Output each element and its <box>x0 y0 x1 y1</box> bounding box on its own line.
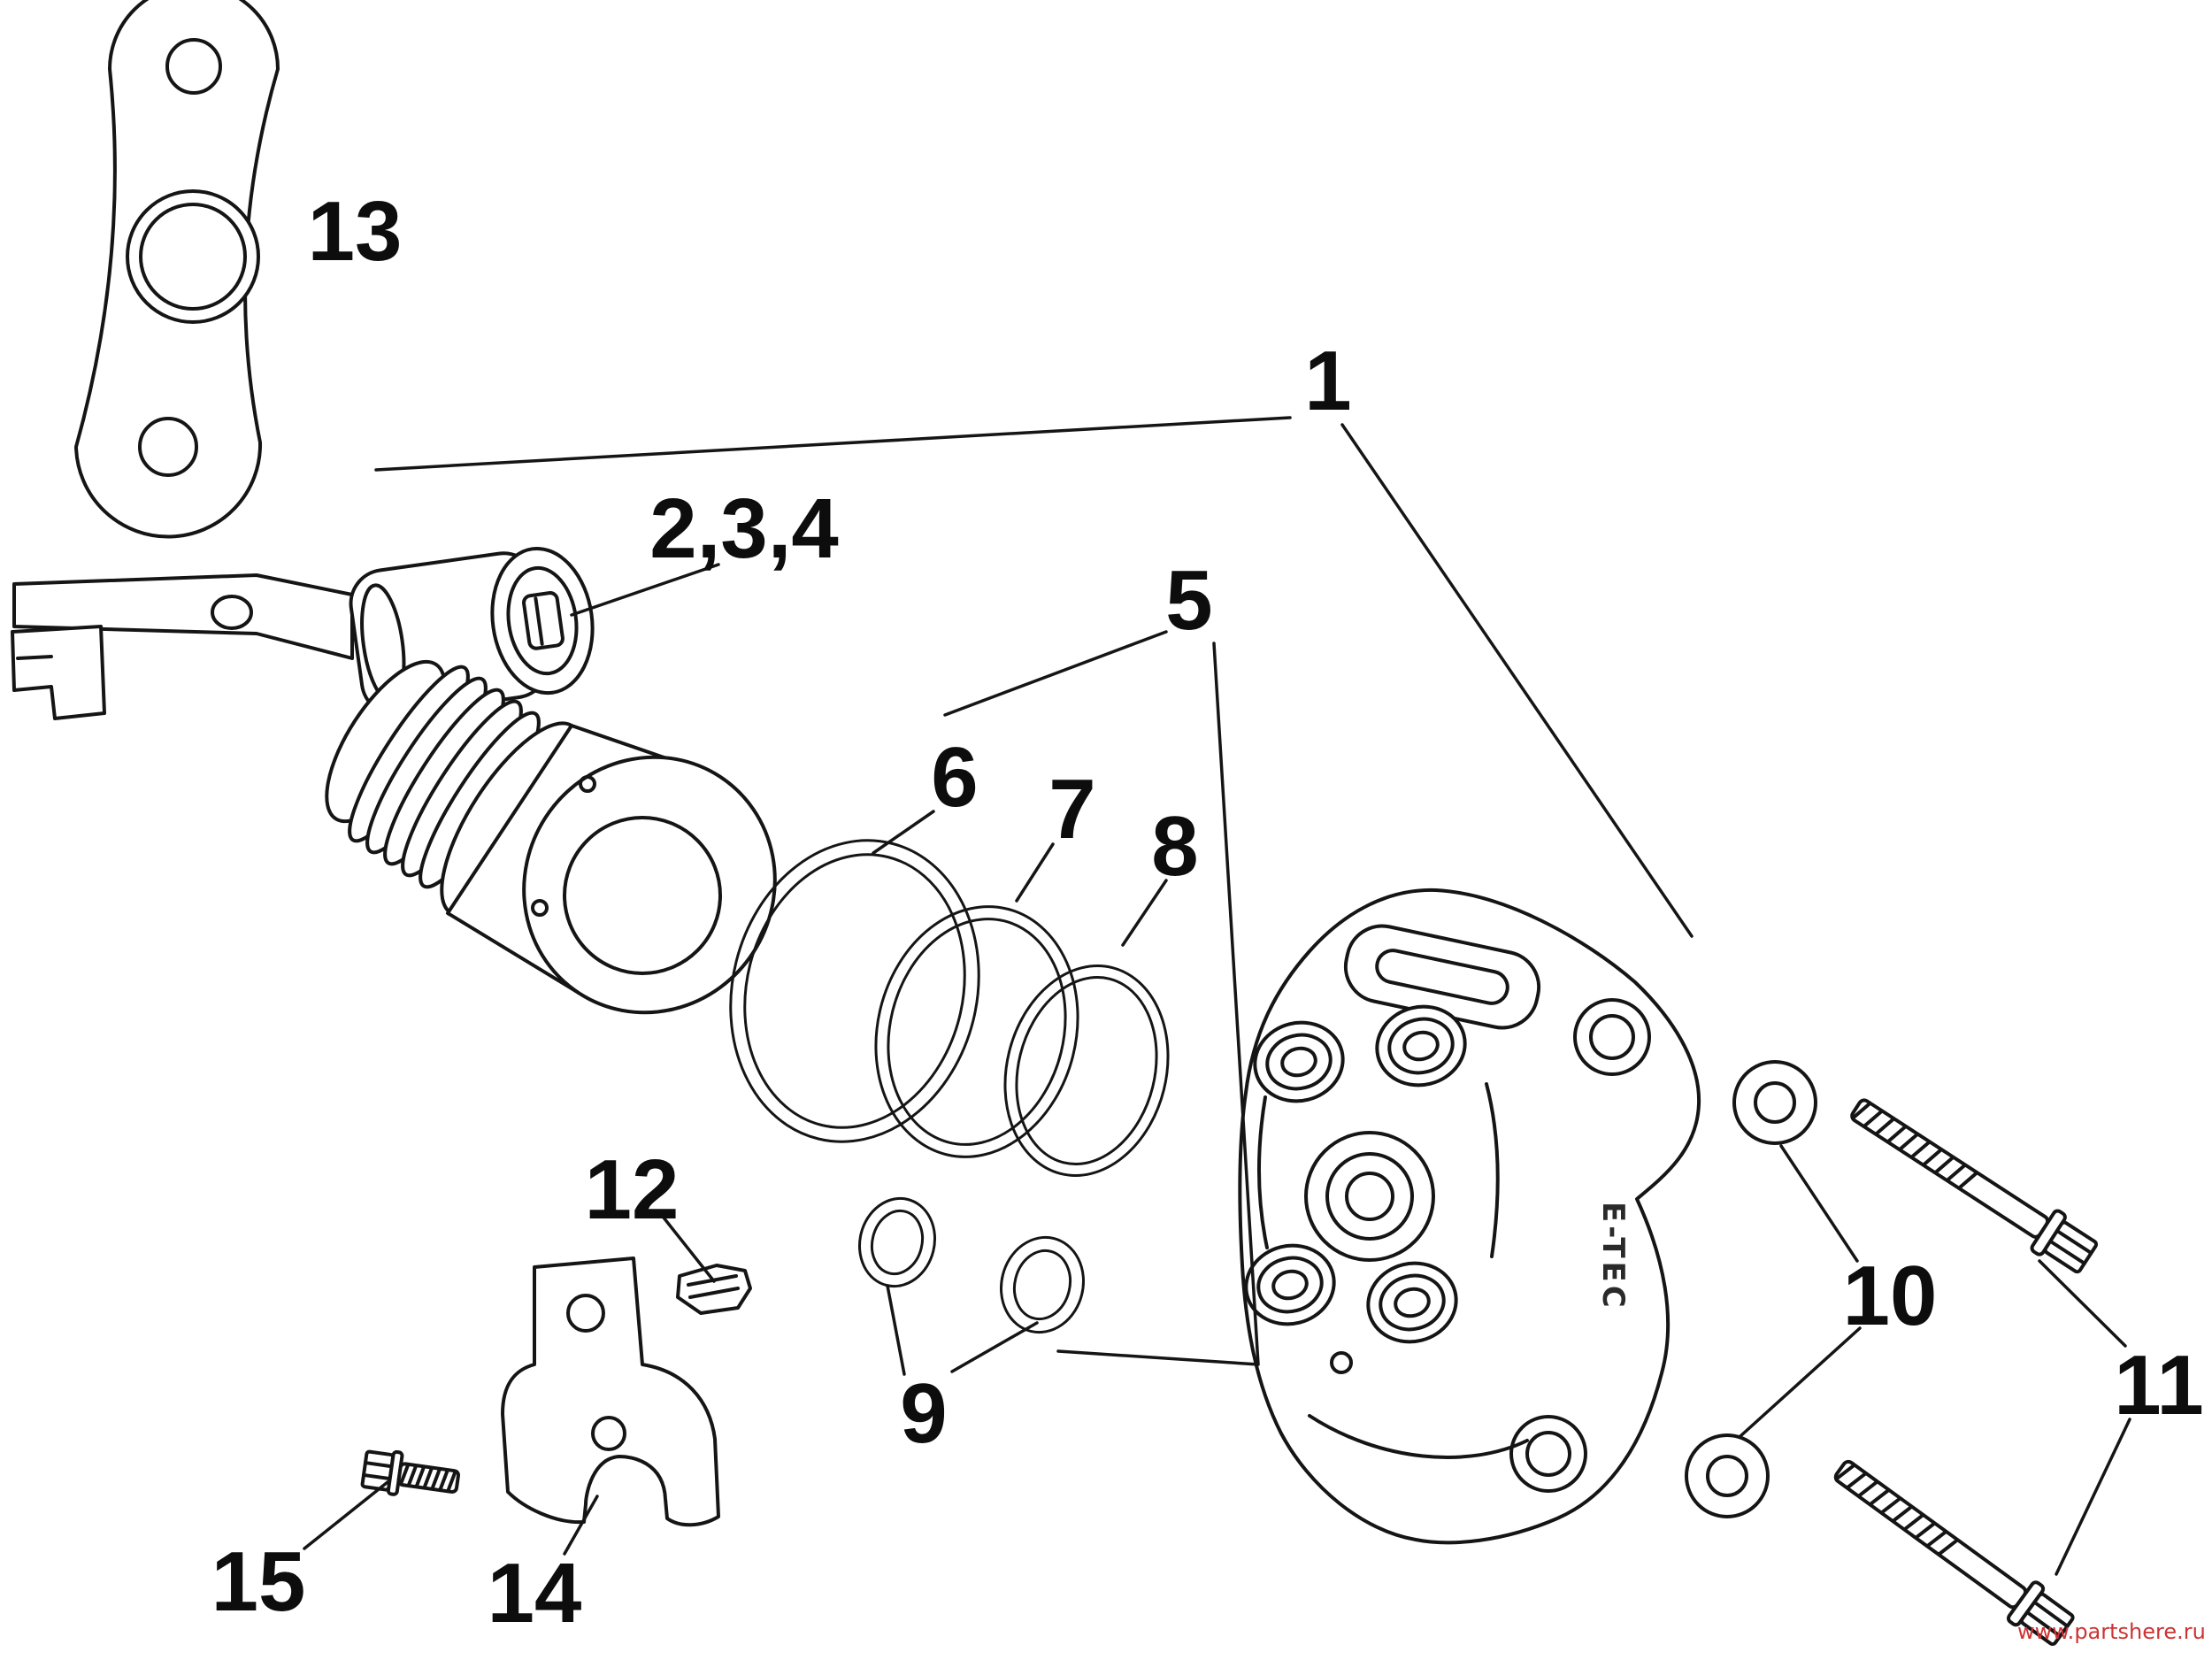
leader-14 <box>563 1495 599 1556</box>
bolt-11a <box>1850 1098 2099 1274</box>
o-ring-9b <box>999 1235 1086 1334</box>
leader-6 <box>872 810 935 855</box>
retainer-clip-12 <box>676 1264 752 1315</box>
leader-lines <box>303 416 2131 1576</box>
leader-2-3-4 <box>570 563 720 617</box>
gasket-top-hole <box>165 38 222 95</box>
pump-bolt-hole-top <box>1573 998 1651 1076</box>
callout-6: 6 <box>931 730 978 825</box>
leader-5-lower <box>1056 642 1260 1366</box>
leader-7 <box>1015 842 1055 903</box>
gasket-center-hole <box>126 189 260 324</box>
leader-11-upper <box>2038 1259 2127 1348</box>
pump-bolt-hole-bottom <box>1509 1415 1587 1493</box>
callout-7: 7 <box>1048 762 1095 857</box>
seal-ring-7 <box>874 905 1079 1158</box>
leader-9-left <box>886 1284 906 1376</box>
pump-center-boss <box>1304 1131 1435 1262</box>
callout-12: 12 <box>585 1142 680 1237</box>
leader-8 <box>1121 879 1168 947</box>
leader-15 <box>303 1480 389 1550</box>
leader-10-upper <box>1779 1144 1859 1263</box>
callout-5: 5 <box>1165 553 1212 648</box>
callout-9: 9 <box>900 1366 947 1461</box>
washer-10a <box>1732 1060 1817 1145</box>
injector-assembly-2-3-4 <box>11 546 777 1015</box>
gasket-bottom-hole <box>138 417 198 477</box>
callout-14: 14 <box>488 1546 582 1641</box>
leader-12 <box>662 1216 716 1283</box>
washer-10b <box>1685 1433 1770 1518</box>
screw-15 <box>360 1449 460 1496</box>
o-ring-8 <box>1003 964 1170 1177</box>
callout-2-3-4: 2,3,4 <box>649 481 839 576</box>
callout-15: 15 <box>211 1534 306 1629</box>
o-ring-9a <box>857 1196 937 1288</box>
callout-13: 13 <box>308 184 403 279</box>
callout-1: 1 <box>1304 334 1351 428</box>
bolt-11b <box>1833 1459 2075 1646</box>
leader-9-right <box>950 1321 1039 1373</box>
leader-11-lower <box>2055 1418 2131 1576</box>
leader-5-upper <box>943 630 1168 717</box>
pump-body-1: E-TEC <box>1238 888 1701 1545</box>
callout-11: 11 <box>2114 1338 2203 1433</box>
injector-bracket-arm <box>12 573 354 660</box>
callout-labels: 1 2,3,4 5 6 7 8 9 10 11 12 13 14 15 <box>211 184 2204 1641</box>
injector-bracket-plate <box>11 625 106 720</box>
leader-10-lower <box>1739 1326 1862 1438</box>
callout-8: 8 <box>1151 799 1198 894</box>
leader-1-left <box>374 416 1292 472</box>
gasket-13 <box>74 0 280 539</box>
watermark-text: www.partshere.ru <box>2017 1619 2206 1644</box>
pump-port-bosses <box>1244 1004 1467 1344</box>
etec-casting-text: E-TEC <box>1595 1202 1631 1311</box>
injector-body <box>325 659 777 1015</box>
mounting-bracket-14 <box>501 1257 720 1527</box>
o-ring-6 <box>729 839 980 1143</box>
leader-1-right <box>1340 423 1694 938</box>
callout-10: 10 <box>1843 1249 1938 1343</box>
